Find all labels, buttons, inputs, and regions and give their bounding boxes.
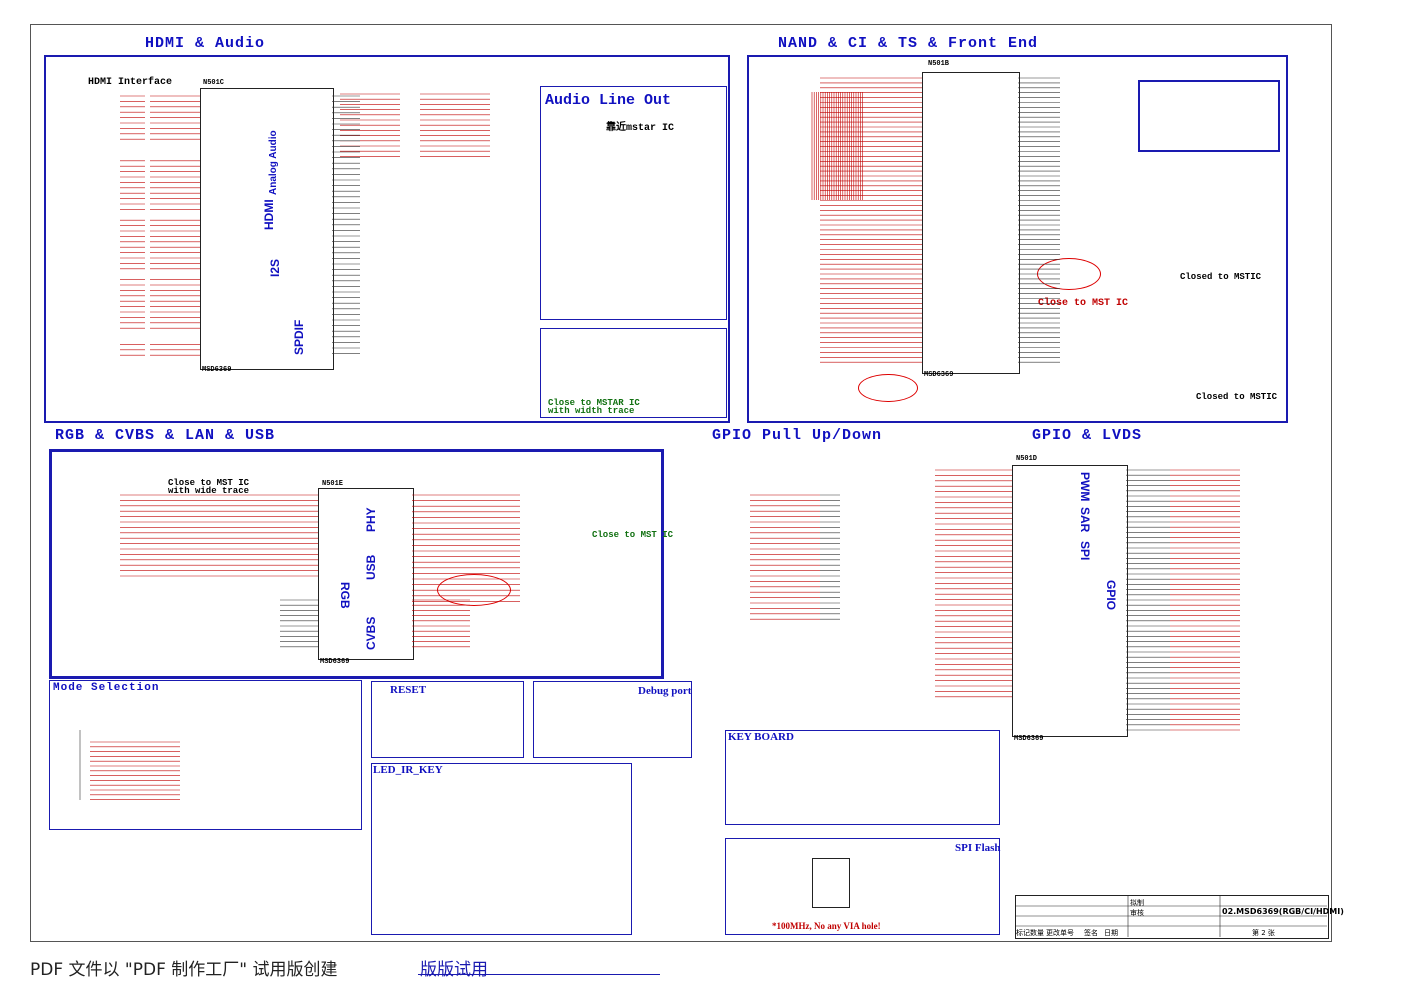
section-title-rgb: RGB & CVBS & LAN & USB: [55, 427, 276, 444]
rgb-block: [49, 449, 664, 679]
title-block: [1015, 895, 1329, 939]
width-trace-note: with width trace: [548, 406, 635, 416]
reset-block: [371, 681, 524, 758]
closed-mstic-note-2: Closed to MSTIC: [1196, 392, 1278, 402]
close-mst-ic-rgb-note: Close to MST IC: [592, 530, 674, 540]
section-title-nand: NAND & CI & TS & Front End: [778, 35, 1039, 52]
hdmi-audio-block: [44, 55, 730, 423]
hdmi-interface-label: HDMI Interface: [88, 77, 173, 88]
nand-block: [747, 55, 1288, 423]
debug-block: [533, 681, 692, 758]
close-mstar-note: Close to MSTAR IC: [548, 398, 640, 408]
title-review: 审核: [1130, 909, 1144, 917]
section-title-mode: Mode Selection: [53, 682, 160, 694]
chip-ref-n501b: N501B: [928, 60, 950, 68]
audio-line-out-block: [540, 86, 727, 320]
rgb-chip: [318, 488, 414, 660]
footer-link-underline: [418, 974, 660, 975]
mstar-ic-note: 靠近mstar IC: [606, 123, 675, 134]
filter-block: [540, 328, 727, 418]
section-title-key: KEY BOARD: [728, 731, 794, 743]
key-board-block: [725, 730, 1000, 825]
title-project: 02.MSD6369(RGB/CI/HDMI): [1222, 907, 1344, 916]
wide-trace-note: with wide trace: [168, 486, 250, 496]
title-page: 第 2 张: [1252, 929, 1275, 937]
section-title-gpio-pull: GPIO Pull Up/Down: [712, 427, 883, 444]
nand-chip: [922, 72, 1020, 374]
chip-name-hdmi: MSD6369: [202, 366, 232, 374]
spi-flash-chip: [812, 858, 850, 908]
title-drawn: 拟制: [1130, 899, 1144, 907]
title-col-5: 日期: [1104, 929, 1118, 937]
gpio-chip: [1012, 465, 1128, 737]
footer-pdf-note: PDF 文件以 "PDF 制作工厂" 试用版创建: [30, 960, 338, 980]
chip-name-rgb: MSD6369: [320, 658, 350, 666]
title-col-4: 签名: [1084, 929, 1098, 937]
close-mst-ic-note: Close to MST IC: [1038, 298, 1129, 309]
led-ir-block: [371, 763, 632, 935]
section-title-spi: SPI Flash: [955, 842, 1001, 854]
title-col-1: 标记: [1016, 929, 1030, 937]
section-title-debug: Debug port: [638, 685, 692, 697]
section-title-led-ir: LED_IR_KEY: [373, 764, 443, 776]
spi-block: [725, 838, 1000, 935]
close-mst-wide-note: Close to MST IC: [168, 478, 250, 488]
chip-ref-n501e: N501E: [322, 480, 344, 488]
section-title-reset: RESET: [390, 684, 427, 696]
chip-ref-n501c: N501C: [203, 79, 225, 87]
title-col-2: 数量: [1030, 929, 1044, 937]
hdmi-chip: [200, 88, 334, 370]
section-title-hdmi-audio: HDMI & Audio: [145, 35, 266, 52]
footer-trial-link[interactable]: 版版试用: [420, 960, 488, 980]
mode-block: [49, 680, 362, 830]
section-title-gpio-lvds: GPIO & LVDS: [1032, 427, 1143, 444]
chip-name-nand: MSD6369: [924, 371, 954, 379]
chip-ref-n501d: N501D: [1016, 455, 1038, 463]
chip-name-gpio: MSD6369: [1014, 735, 1044, 743]
audio-line-out-title: Audio Line Out: [545, 92, 672, 109]
title-col-3: 更改单号: [1046, 929, 1074, 937]
schematic-sheet: [30, 24, 1332, 942]
closed-mstic-note: Closed to MSTIC: [1180, 272, 1262, 282]
crystal-block: [1138, 80, 1280, 152]
spi-via-note: *100MHz, No any VIA hole!: [772, 921, 881, 931]
highlight-ellipse-caps: [858, 374, 918, 402]
